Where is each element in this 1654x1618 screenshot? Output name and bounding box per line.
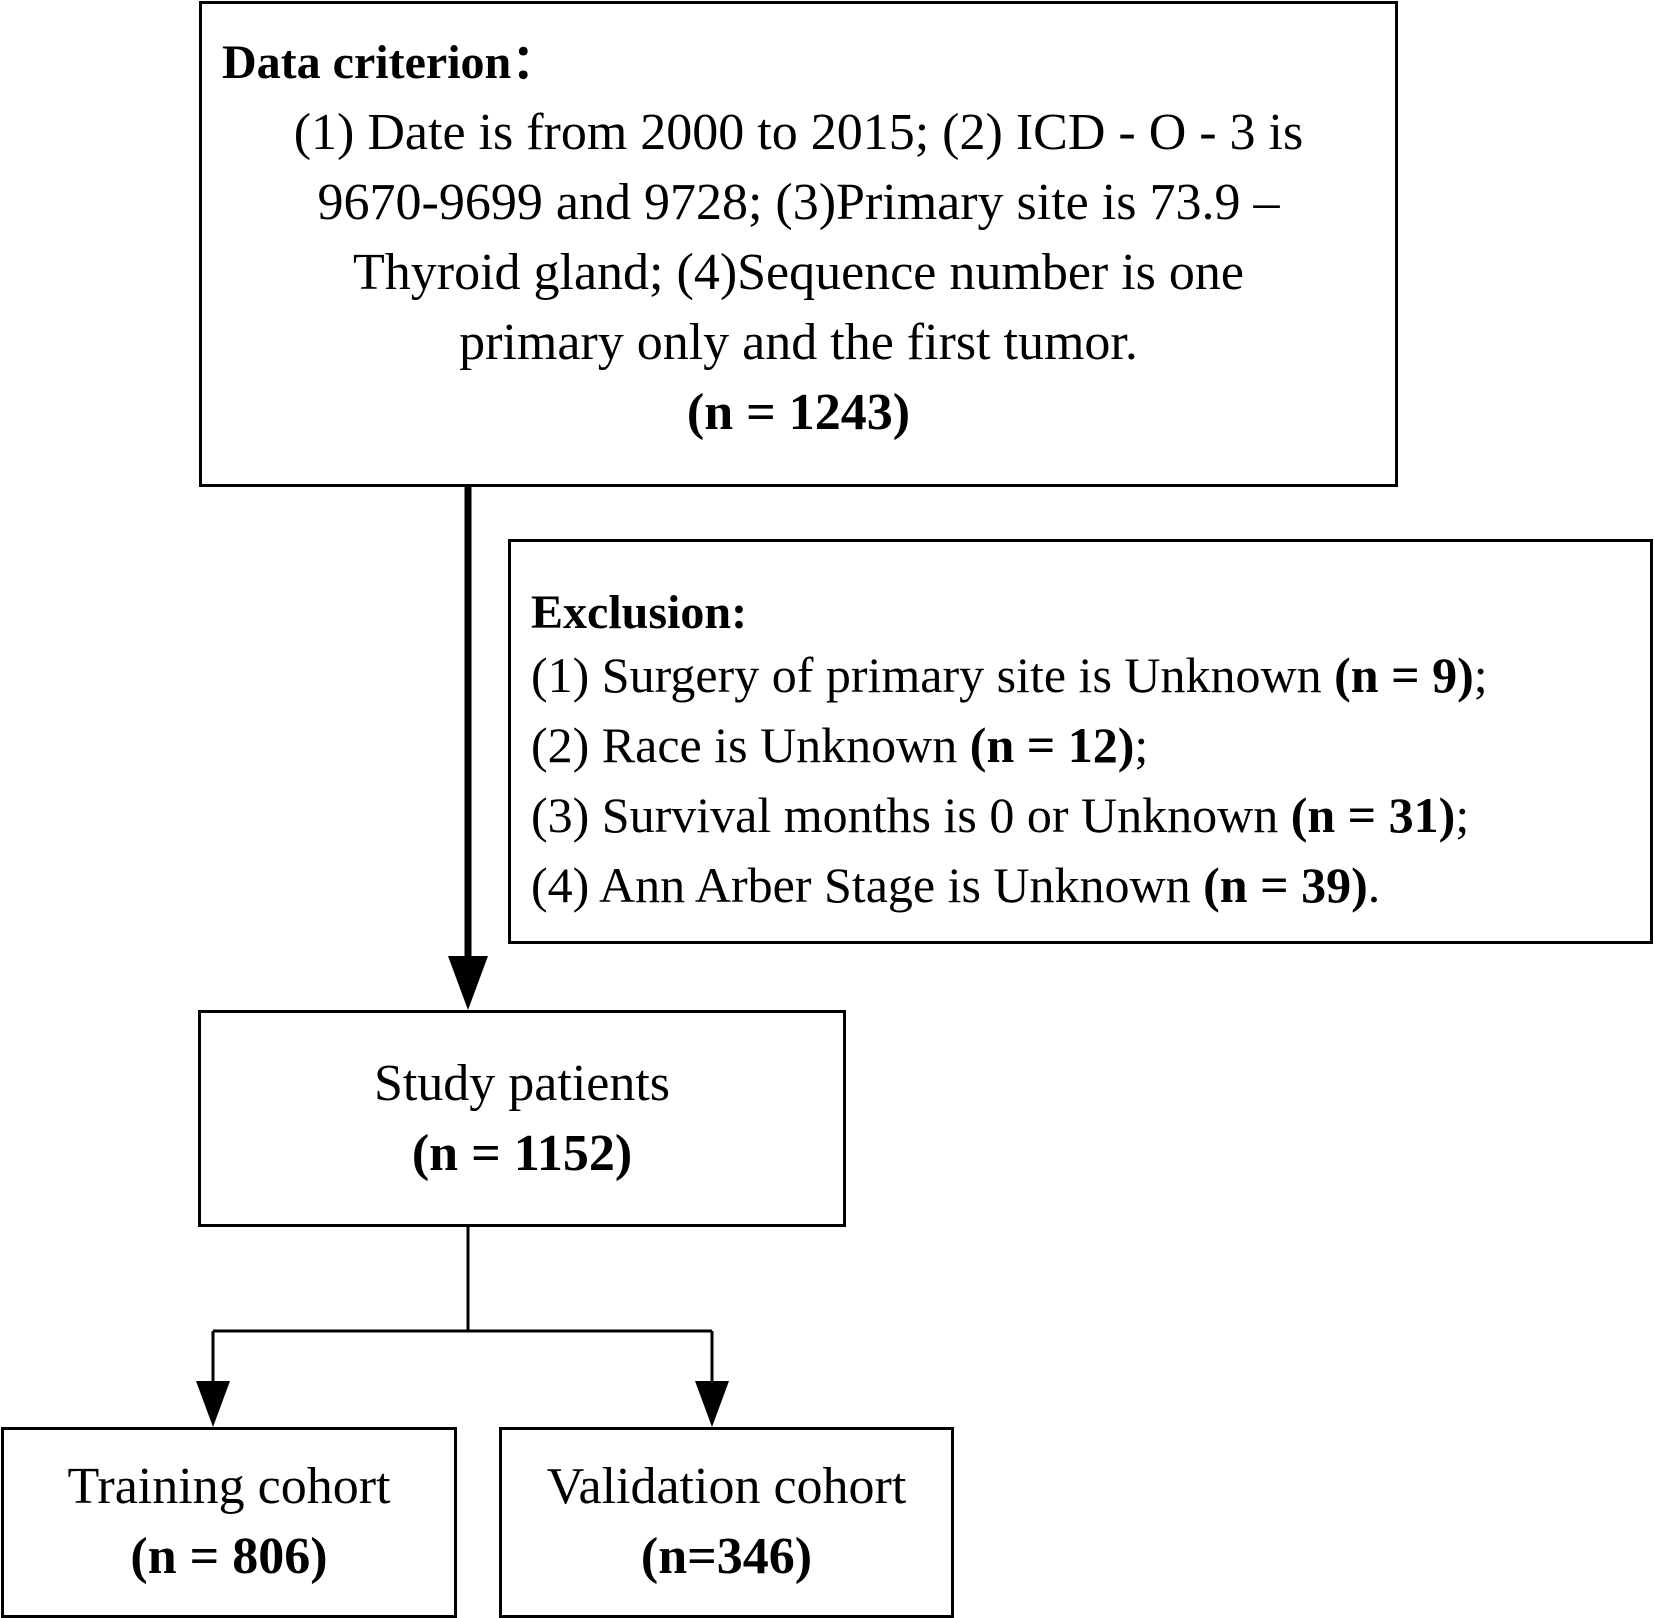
exclusion-box: Exclusion: (1) Surgery of primary site i…	[508, 539, 1653, 944]
training-cohort-box: Training cohort (n = 806)	[1, 1427, 457, 1618]
training-cohort-label: Training cohort	[67, 1458, 391, 1515]
exclusion-item: (3) Survival months is 0 or Unknown (n =…	[531, 780, 1469, 850]
main-arrow-head	[448, 956, 488, 1010]
exclusion-item-count: (n = 39)	[1203, 857, 1368, 913]
study-patients-box: Study patients (n = 1152)	[198, 1010, 846, 1227]
exclusion-item-count: (n = 9)	[1334, 647, 1474, 703]
exclusion-item-text: (1) Surgery of primary site is Unknown	[531, 647, 1335, 703]
exclusion-item-text: (2) Race is Unknown	[531, 717, 970, 773]
criterion-heading: Data criterion：	[222, 36, 560, 89]
criterion-line-1: (1) Date is from 2000 to 2015; (2) ICD -…	[293, 104, 1304, 161]
exclusion-item-end: ;	[1473, 647, 1488, 703]
criterion-line-3: Thyroid gland; (4)Sequence number is one	[353, 244, 1244, 301]
validation-cohort-count: (n=346)	[640, 1528, 813, 1585]
criterion-count: (n = 1243)	[686, 384, 911, 441]
criterion-line-2: 9670-9699 and 9728; (3)Primary site is 7…	[317, 174, 1280, 231]
exclusion-item: (4) Ann Arber Stage is Unknown (n = 39).	[531, 850, 1380, 920]
criterion-line-4: primary only and the first tumor.	[459, 314, 1138, 371]
exclusion-item-end: ;	[1455, 787, 1470, 843]
exclusion-item: (1) Surgery of primary site is Unknown (…	[531, 640, 1488, 710]
exclusion-heading: Exclusion:	[531, 586, 748, 639]
exclusion-item-end: .	[1367, 857, 1381, 913]
training-arrow-head	[196, 1381, 230, 1427]
validation-cohort-box: Validation cohort (n=346)	[499, 1427, 954, 1618]
exclusion-item-count: (n = 31)	[1290, 787, 1456, 843]
validation-cohort-label: Validation cohort	[546, 1458, 907, 1515]
validation-arrow-head	[695, 1381, 729, 1427]
exclusion-item: (2) Race is Unknown (n = 12);	[531, 710, 1148, 780]
exclusion-item-text: (4) Ann Arber Stage is Unknown	[531, 857, 1204, 913]
exclusion-item-end: ;	[1134, 717, 1149, 773]
data-criterion-box: Data criterion： (1) Date is from 2000 to…	[199, 1, 1398, 487]
exclusion-item-text: (3) Survival months is 0 or Unknown	[531, 787, 1291, 843]
training-cohort-count: (n = 806)	[130, 1528, 328, 1585]
study-patients-count: (n = 1152)	[411, 1125, 633, 1182]
exclusion-item-count: (n = 12)	[969, 717, 1135, 773]
study-patients-label: Study patients	[373, 1055, 671, 1112]
